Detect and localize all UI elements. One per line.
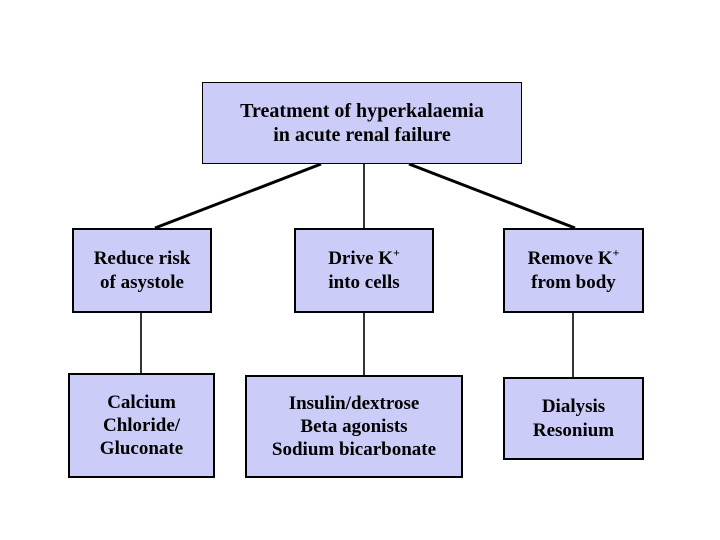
title-line-2: in acute renal failure: [273, 124, 451, 146]
drive-k-line-1: Drive K+: [328, 247, 400, 270]
reduce-risk-line-1: Reduce risk: [93, 248, 191, 270]
drive-k-line-2: into cells: [328, 271, 400, 293]
insulin-line-2: Beta agonists: [300, 415, 408, 437]
remove-k-node: Remove K+ from body: [503, 228, 644, 313]
dialysis-line-1: Dialysis: [541, 396, 606, 418]
edge-title-to-remove-k: [408, 162, 576, 230]
title-node: Treatment of hyperkalaemia in acute rena…: [202, 82, 522, 164]
insulin-line-3: Sodium bicarbonate: [271, 439, 437, 461]
drive-k-node: Drive K+ into cells: [294, 228, 434, 313]
remove-k-superscript: +: [612, 247, 620, 260]
dialysis-node: Dialysis Resonium: [503, 377, 644, 460]
remove-k-line-2: from body: [531, 271, 616, 293]
insulin-line-1: Insulin/dextrose: [288, 392, 420, 414]
reduce-risk-node: Reduce risk of asystole: [72, 228, 212, 313]
reduce-risk-line-2: of asystole: [100, 271, 184, 293]
edge-title-to-reduce-risk: [154, 162, 322, 230]
drive-k-superscript: +: [393, 247, 400, 260]
drive-k-text: Drive K: [328, 248, 394, 270]
calcium-node: Calcium Chloride/ Gluconate: [68, 373, 215, 478]
insulin-node: Insulin/dextrose Beta agonists Sodium bi…: [245, 375, 463, 478]
calcium-line-2: Chloride/: [102, 414, 181, 436]
remove-k-text: Remove K: [527, 248, 613, 270]
remove-k-line-1: Remove K+: [528, 247, 620, 270]
dialysis-line-2: Resonium: [532, 419, 615, 441]
title-line-1: Treatment of hyperkalaemia: [240, 99, 484, 122]
calcium-line-3: Gluconate: [99, 438, 184, 460]
calcium-line-1: Calcium: [107, 391, 176, 413]
